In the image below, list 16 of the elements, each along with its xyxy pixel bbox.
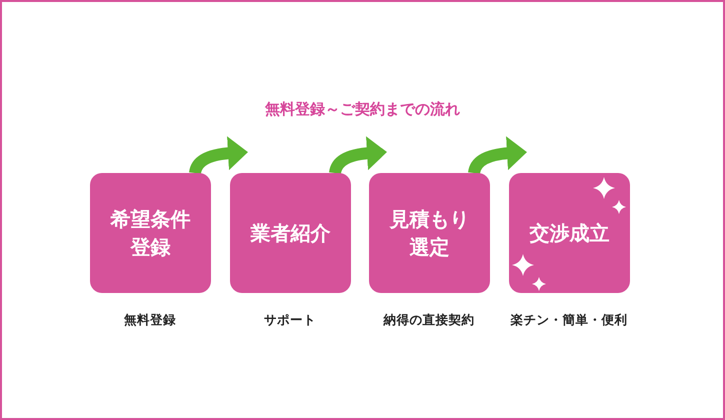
- step-label: 見積もり選定: [388, 206, 470, 261]
- curved-arrow: [468, 136, 527, 174]
- step-label: 交渉成立: [528, 220, 610, 247]
- step-caption: 納得の直接契約: [382, 312, 476, 329]
- step-caption: 楽チン・簡単・便利: [510, 312, 628, 329]
- step-caption: 無料登録: [123, 312, 177, 329]
- step-box: [230, 173, 351, 293]
- curved-arrow: [329, 136, 387, 174]
- step-box: [369, 173, 490, 293]
- step-box: [509, 173, 630, 293]
- curved-arrow: [189, 136, 248, 174]
- step-label: 希望条件登録: [109, 206, 192, 261]
- step-label: 業者紹介: [250, 220, 332, 247]
- title: 無料登録～ご契約までの流れ: [264, 100, 461, 119]
- step-caption: サポート: [263, 312, 317, 329]
- step-box: [90, 173, 211, 293]
